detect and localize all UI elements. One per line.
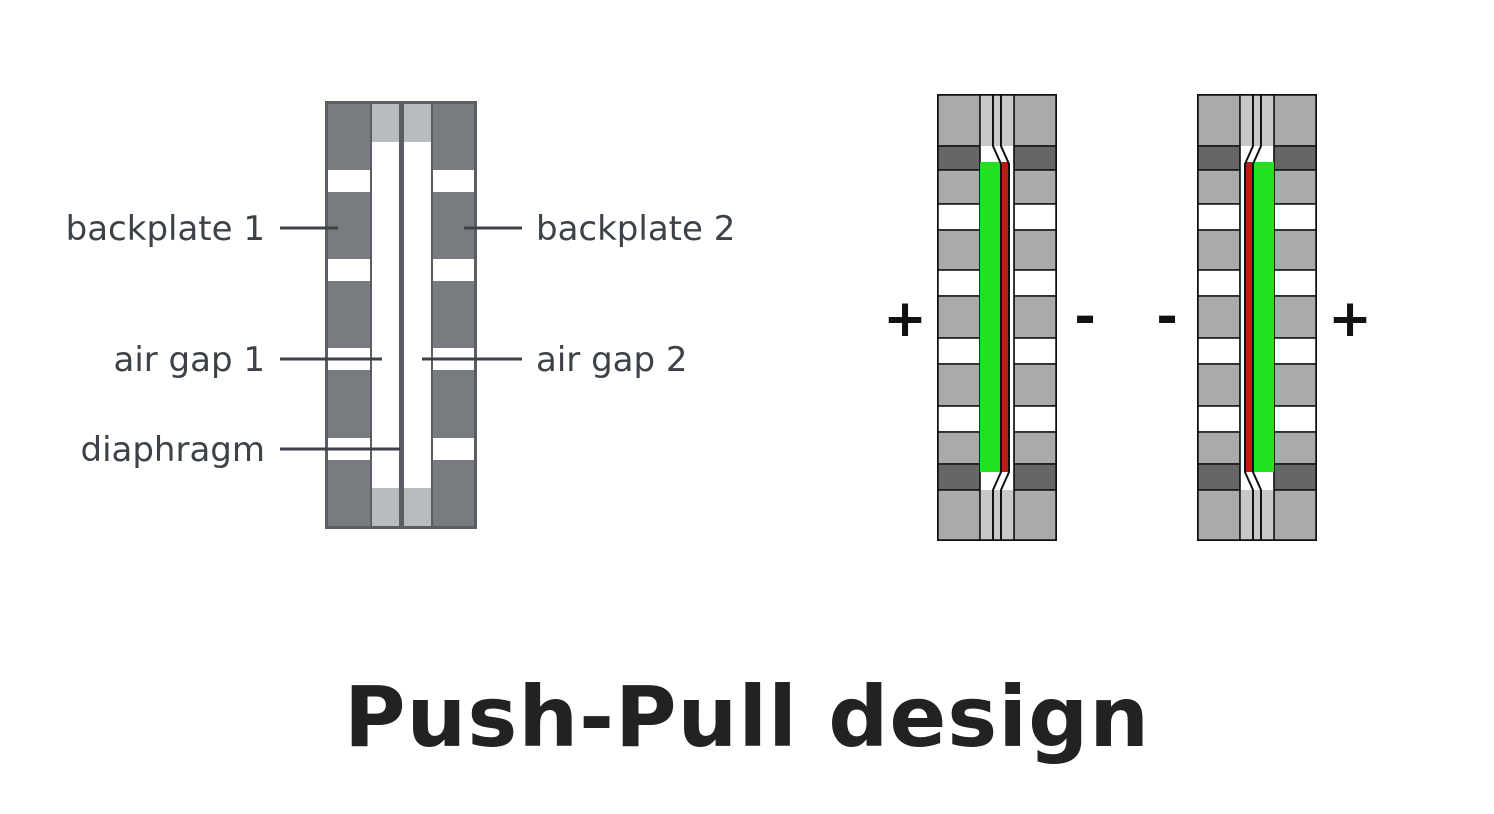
backplate-cell [1197,489,1241,541]
backplate-cell [1013,229,1057,271]
air-gap-2-space [404,142,431,488]
diaphragm-line [992,95,1002,540]
backplate-cell [1273,229,1317,271]
backplate-cell [1197,169,1241,205]
backplate-cell [1273,295,1317,339]
backplate-cell [1273,337,1317,365]
backplate-cell [937,169,981,205]
backplate-cell [1197,269,1241,297]
backplate-cell [1273,405,1317,433]
backplate-2-body [433,104,474,526]
backplate-cell [1197,337,1241,365]
backplate-cell [1197,295,1241,339]
charge-layer-red [1246,162,1252,472]
polarity-sign-left-a: + [883,289,927,349]
backplate-cell [1197,363,1241,407]
air-gap-1-space [372,142,399,488]
backplate-cell [1013,269,1057,297]
leader-lines [280,226,522,451]
diaphragm-membrane [400,104,403,526]
backplate-cell [1013,295,1057,339]
backplate-cell [1013,169,1057,205]
capsule-cross-section [325,101,477,529]
backplate-cell [1197,94,1241,147]
backplate-cell [1273,363,1317,407]
backplate-cell [1197,203,1241,231]
backplate-cell [937,463,981,491]
backplate-hole [328,259,370,281]
backplate-cell [1013,363,1057,407]
backplate-cell [1197,463,1241,491]
backplate-cell [937,337,981,365]
backplate-cell [1013,337,1057,365]
charge-layer-red [1002,162,1008,472]
backplate-hole [433,259,474,281]
backplate-cell [1273,269,1317,297]
backplate-cell [1013,145,1057,171]
backplate-cell [1013,431,1057,465]
charge-layer-green [1252,162,1274,472]
backplate-cell [1273,145,1317,171]
diaphragm-line [1252,95,1262,540]
backplate-cell [937,405,981,433]
backplate-1-body [328,104,370,526]
charge-layer-green [980,162,1002,472]
backplate-cell [1273,489,1317,541]
backplate-cell [1273,94,1317,147]
backplate-cell [1197,405,1241,433]
backplate-cell [1273,203,1317,231]
label-diaphragm: diaphragm [80,430,265,470]
backplate-cell [937,431,981,465]
backplate-cell [1273,463,1317,491]
label-backplate-1: backplate 1 [66,209,265,249]
backplate-cell [1013,94,1057,147]
backplate-cell [937,295,981,339]
backplate-cell [937,94,981,147]
backplate-cell [1013,203,1057,231]
backplate-cell [937,145,981,171]
page-title: Push-Pull design [343,668,1151,766]
backplate-cell [937,203,981,231]
polarity-sign-right-b: + [1328,289,1372,349]
backplate-cell [1273,169,1317,205]
polarity-sign-left-b: - [1156,287,1178,347]
backplate-cell [1197,431,1241,465]
backplate-hole [433,170,474,192]
backplate-cell [937,489,981,541]
push-pull-state-a [937,94,1057,541]
diaphragm-line [1244,95,1254,540]
backplate-cell [937,363,981,407]
label-backplate-2: backplate 2 [536,209,735,249]
backplate-cell [1013,405,1057,433]
backplate-hole [328,170,370,192]
backplate-cell [1273,431,1317,465]
push-pull-diagram: backplate 1 backplate 2 air gap 1 air ga… [66,94,1372,541]
backplate-cell [937,229,981,271]
backplate-cell [1197,229,1241,271]
backplate-cell [1013,489,1057,541]
diaphragm-line [1000,95,1010,540]
push-pull-state-b [1197,94,1317,541]
label-air-gap-1: air gap 1 [113,340,265,380]
backplate-hole [433,438,474,460]
backplate-cell [937,269,981,297]
polarity-sign-right-a: - [1074,287,1096,347]
label-air-gap-2: air gap 2 [536,340,688,380]
backplate-cell [1013,463,1057,491]
backplate-cell [1197,145,1241,171]
